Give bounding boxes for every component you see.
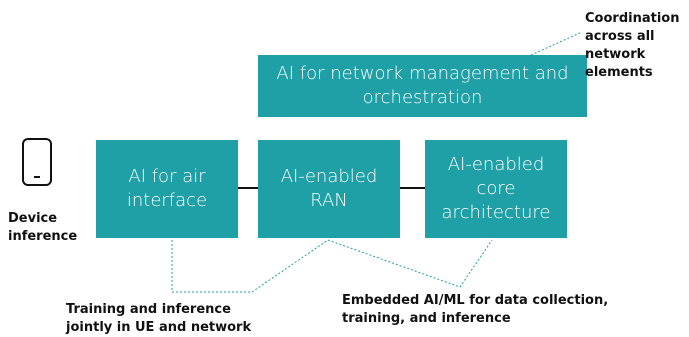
network-management-label: AI for network management and orchestrat… xyxy=(276,63,569,108)
core-architecture-label: AI-enabled core architecture xyxy=(441,154,551,223)
network-management-box: AI for network management and orchestrat… xyxy=(258,55,587,117)
ran-label: AI-enabled RAN xyxy=(280,166,378,211)
coordination-annotation: Coordination across all network elements xyxy=(585,11,680,80)
training-annotation: Training and inference jointly in UE and… xyxy=(66,302,252,335)
smartphone-icon xyxy=(22,138,52,186)
callout-embedded xyxy=(327,239,493,288)
ran-box: AI-enabled RAN xyxy=(258,140,400,238)
callout-training xyxy=(171,239,329,293)
callout-coordination xyxy=(519,31,583,61)
core-architecture-box: AI-enabled core architecture xyxy=(425,140,567,238)
device-inference-annotation: Device inference xyxy=(8,211,78,244)
air-interface-box: AI for air interface xyxy=(96,140,238,238)
air-interface-label: AI for air interface xyxy=(126,166,208,211)
embedded-annotation: Embedded AI/ML for data collection, trai… xyxy=(342,293,609,326)
